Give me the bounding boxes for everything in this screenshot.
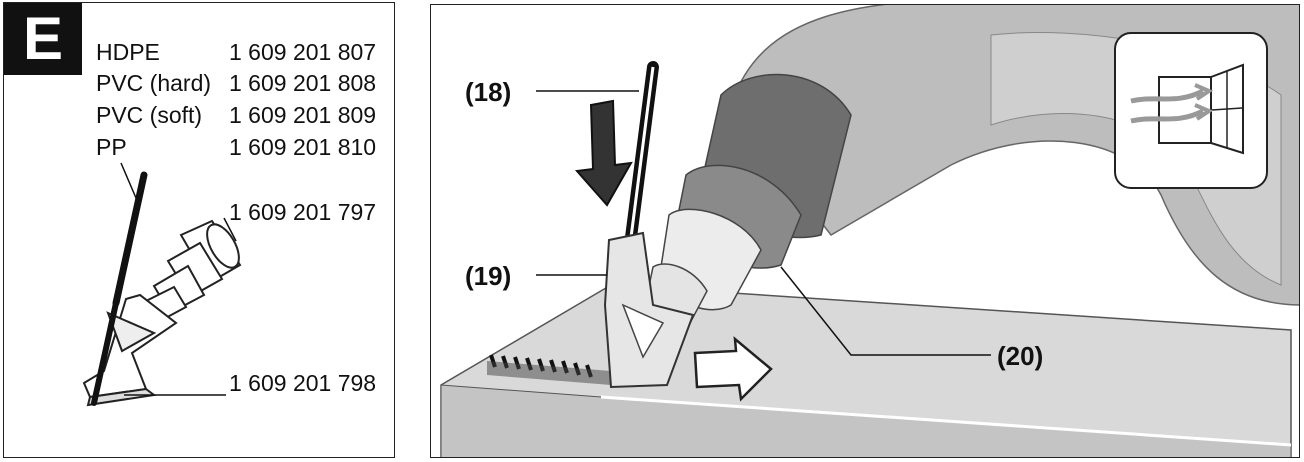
down-arrow-icon xyxy=(574,99,633,207)
section-badge: E xyxy=(4,3,82,75)
accessory-panel: E HDPE 1 609 201 807 PVC (hard) 1 609 20… xyxy=(3,2,395,458)
accessory-illustration xyxy=(82,162,242,407)
material-name: PVC (hard) xyxy=(96,70,212,96)
right-arrow-icon xyxy=(693,336,773,402)
material-name: PP xyxy=(96,134,127,160)
callout-welding-rod: (18) xyxy=(465,77,512,107)
material-part-number: 1 609 201 810 xyxy=(229,134,377,160)
callout-welding-shoe: (19) xyxy=(465,261,512,291)
shoe-part-number: 1 609 201 798 xyxy=(229,370,377,396)
material-name: HDPE xyxy=(96,39,160,65)
material-part-number: 1 609 201 807 xyxy=(229,39,377,65)
material-part-number: 1 609 201 808 xyxy=(229,70,377,96)
material-part-number: 1 609 201 809 xyxy=(229,102,377,128)
welding-illustration-panel: (18) (19) (20) xyxy=(430,4,1300,458)
callout-nozzle: (20) xyxy=(997,341,1044,371)
welding-scene xyxy=(440,5,1299,457)
nozzle-part-number: 1 609 201 797 xyxy=(229,199,377,225)
window-ventilation-icon xyxy=(1114,32,1268,189)
material-name: PVC (soft) xyxy=(96,102,203,128)
